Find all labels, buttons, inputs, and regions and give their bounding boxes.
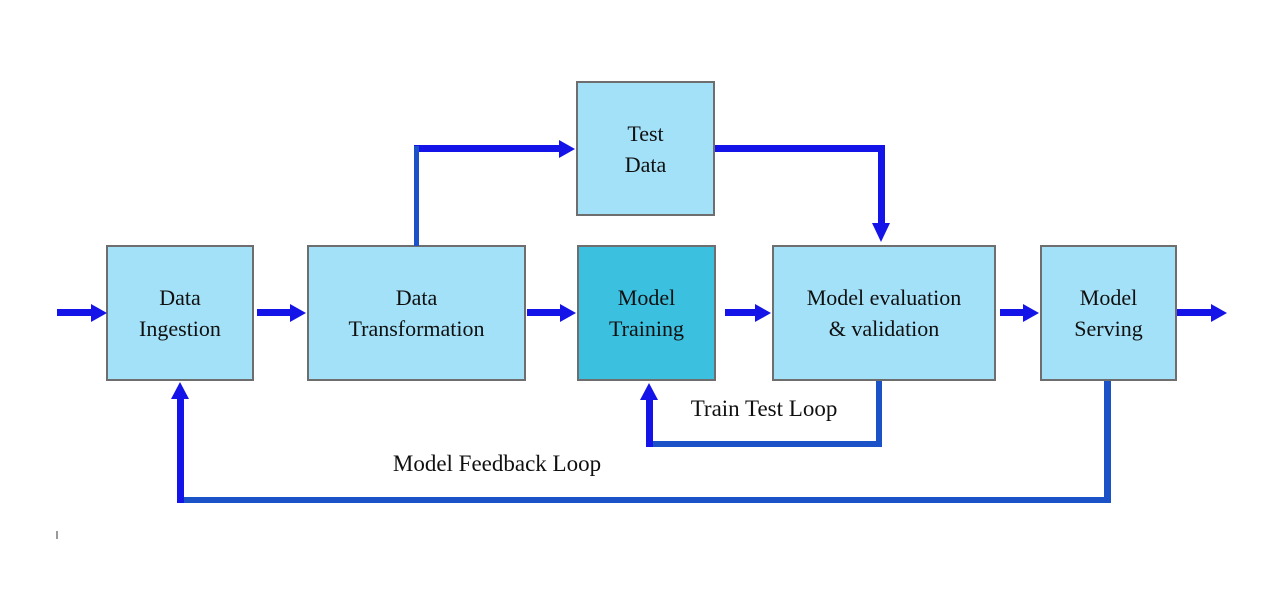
node-data-transformation-label-line2: Transformation xyxy=(348,316,485,341)
node-data-transformation: Data Transformation xyxy=(307,245,526,381)
node-model-serving-label-line1: Model xyxy=(1079,285,1138,310)
node-model-evaluation-label-line2: & validation xyxy=(828,316,940,341)
line-test-data-right xyxy=(715,145,885,152)
label-model-feedback-loop: Model Feedback Loop xyxy=(392,451,602,476)
node-test-data-label-line2: Data xyxy=(624,151,667,177)
node-test-data-label-line1: Test xyxy=(627,120,664,146)
arrowhead-up-into-data-ingestion xyxy=(171,382,189,399)
node-model-serving: Model Serving xyxy=(1040,245,1177,381)
node-model-training-label-line2: Training xyxy=(609,316,684,341)
label-train-test-loop: Train Test Loop xyxy=(690,396,838,421)
node-test-data: Test Data xyxy=(576,81,715,216)
stray-mark xyxy=(56,531,58,539)
line-train-test-loop-horizontal xyxy=(646,441,882,447)
node-model-training: Model Training xyxy=(577,245,716,381)
arrow-model-evaluation-to-model-serving xyxy=(1000,304,1039,322)
node-model-training-label-line1: Model xyxy=(617,285,676,310)
arrow-model-training-to-model-evaluation xyxy=(725,304,771,322)
line-test-data-down xyxy=(878,145,885,225)
arrow-model-serving-to-output xyxy=(1177,304,1227,322)
node-data-ingestion-label-line1: Data xyxy=(159,285,201,310)
arrow-data-transformation-to-model-training xyxy=(527,304,576,322)
arrowhead-up-into-model-training xyxy=(640,383,658,400)
line-feedback-loop-up-to-ingestion xyxy=(177,398,184,503)
node-model-evaluation-validation: Model evaluation & validation xyxy=(772,245,996,381)
line-data-transformation-up xyxy=(414,146,419,246)
arrowhead-down-into-model-evaluation xyxy=(872,223,890,242)
node-model-evaluation-label-line1: Model evaluation xyxy=(806,285,962,310)
arrow-data-transformation-to-test-data xyxy=(414,140,575,158)
arrow-input-to-data-ingestion xyxy=(57,304,107,322)
line-feedback-loop-horizontal xyxy=(177,497,1111,503)
node-model-serving-label-line2: Serving xyxy=(1074,316,1143,341)
line-feedback-loop-down-from-serving xyxy=(1104,381,1111,503)
node-data-ingestion: Data Ingestion xyxy=(106,245,254,381)
arrow-data-ingestion-to-data-transformation xyxy=(257,304,306,322)
line-train-test-loop-down-from-evaluation xyxy=(876,381,882,447)
node-data-ingestion-label-line2: Ingestion xyxy=(139,316,221,341)
line-train-test-loop-up-to-training xyxy=(646,399,653,447)
node-data-transformation-label-line1: Data xyxy=(395,285,438,310)
